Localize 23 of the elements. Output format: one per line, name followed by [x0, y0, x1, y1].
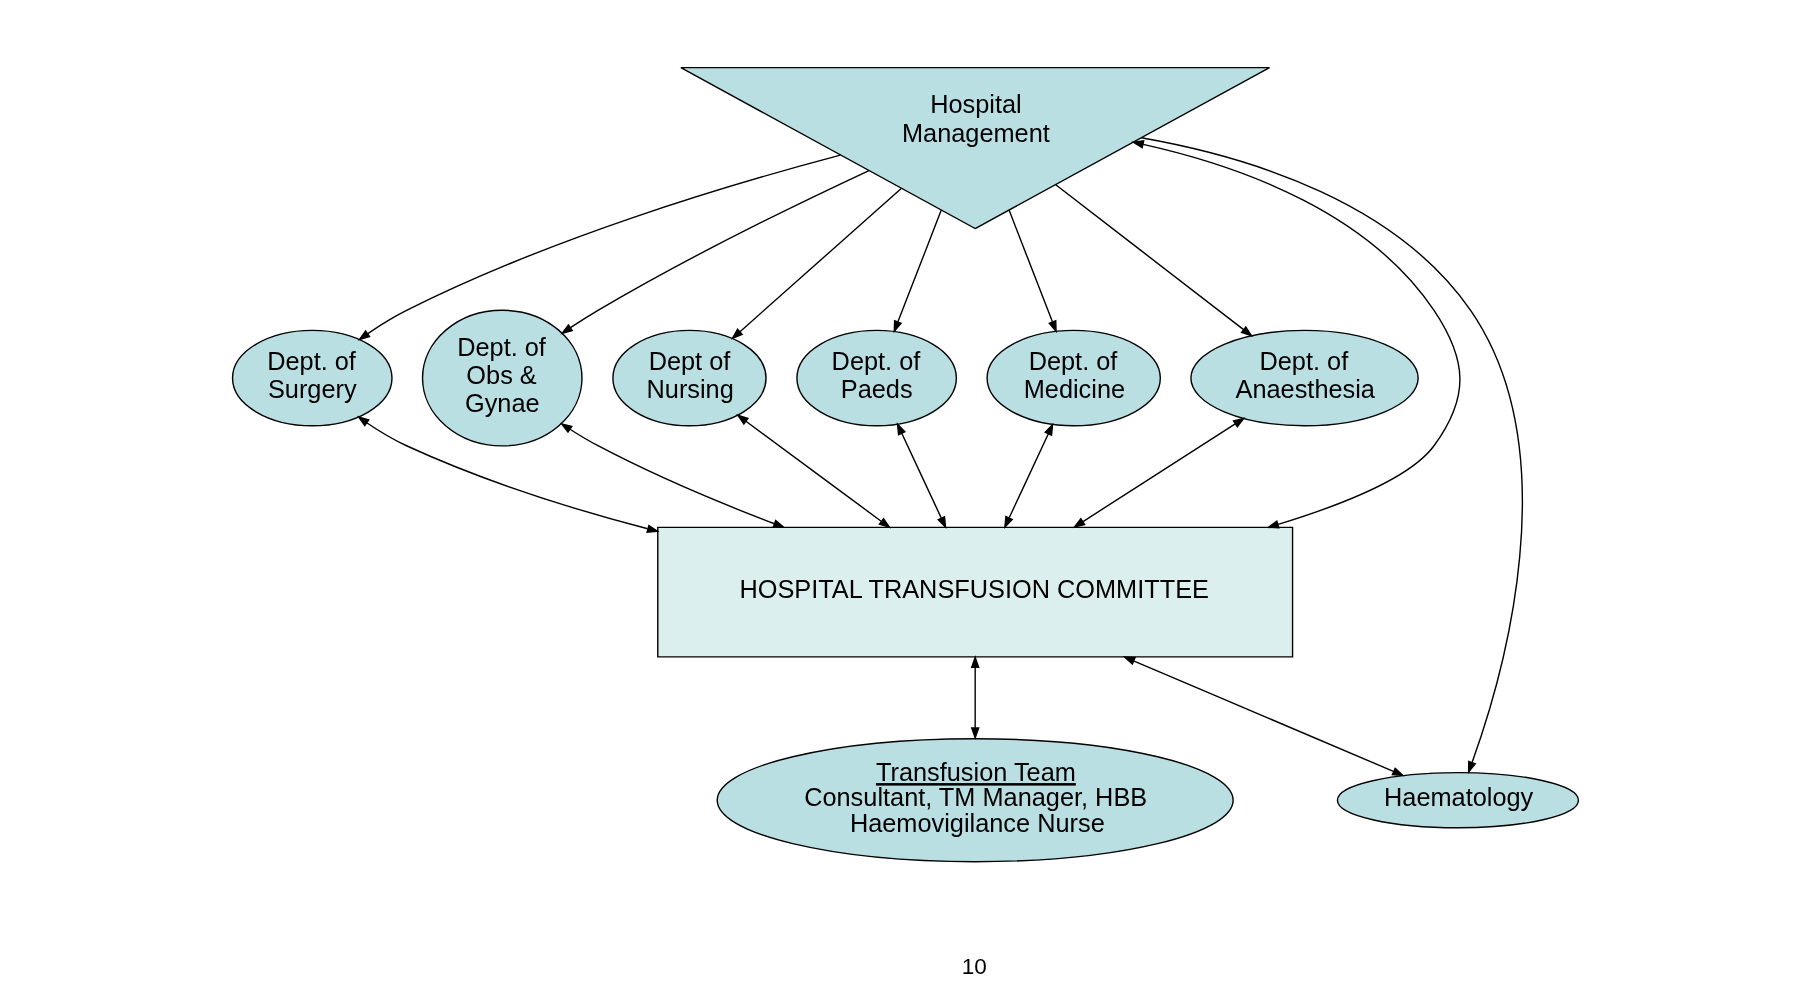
label: 10	[961, 954, 987, 980]
arrow	[893, 209, 942, 334]
arrow	[1131, 140, 1461, 529]
arrow	[896, 422, 947, 530]
node-ellipse: Dept. of Paeds	[796, 329, 958, 427]
node-ellipse: Transfusion Team Consultant, TM Manager, HBB Haemovigilance Nurse	[716, 738, 1234, 863]
arrow	[1008, 209, 1057, 334]
arrow	[730, 187, 902, 340]
node-box: HOSPITAL TRANSFUSION COMMITTEE	[657, 526, 1294, 658]
node-ellipse: Haematology	[1336, 771, 1580, 829]
arrow	[356, 415, 660, 533]
arrow	[736, 414, 892, 529]
arrow	[1140, 137, 1523, 774]
node-ellipse: Dept. of Obs & Gynae	[421, 309, 583, 447]
node-ellipse: Dept. of Medicine	[986, 329, 1162, 427]
arrow	[1003, 422, 1054, 529]
arrow	[357, 154, 842, 341]
arrow	[970, 655, 980, 740]
arrow	[559, 422, 786, 528]
arrow	[560, 169, 870, 335]
arrow	[1055, 184, 1254, 338]
arrow	[1122, 656, 1405, 777]
arrow	[1072, 417, 1246, 529]
